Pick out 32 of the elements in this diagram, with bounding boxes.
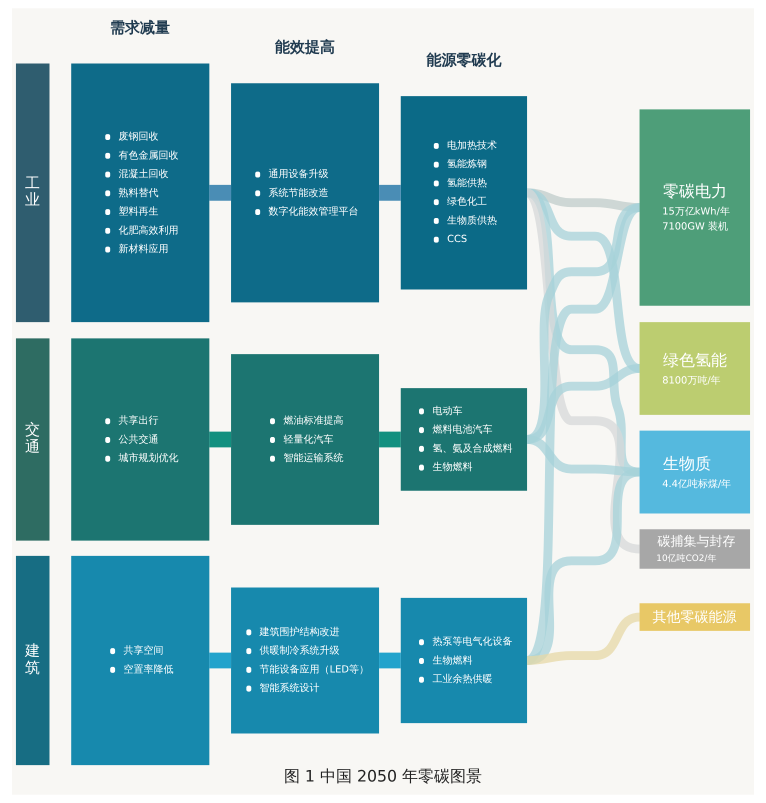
node-box: 其他零碳能源 [640,603,750,631]
connector [209,184,232,201]
connector [524,203,642,664]
node-box: 生物质 4.4亿吨标煤/年 [640,430,750,514]
connector [379,432,401,448]
label: 能效提高 [274,39,335,56]
node-box: 绿色氢能 8100万吨/年 [640,322,750,415]
connector [524,189,640,554]
node-box: 热泵等电气化设备 生物燃料 工业余热供暖 [400,598,528,724]
node-box: 共享空间 空置率降低 [71,556,210,766]
connector [209,432,232,448]
node-box: 共享出行 公共交通 城市规划优化 [71,338,210,541]
label: 需求减量 [110,19,170,36]
connector [379,184,401,201]
node-box: 交通 [16,338,50,541]
caption: 图 1 中国 2050 年零碳图景 [284,766,482,786]
node-box: 零碳电力 15万亿kWh/年 7100GW 装机 [640,109,750,306]
connector [379,652,401,668]
node-box: 建筑围护结构改进 供暖制冷系统升级 节能设备应用（LED等） 智能系统设计 [231,588,380,734]
connector [209,652,232,668]
node-box: 通用设备升级 系统节能改造 数字化能效管理平台 [231,83,380,302]
node-box: 工业 [16,64,50,322]
connector [525,188,640,476]
node-box: 燃油标准提高 轻量化汽车 智能运输系统 [231,354,380,525]
node-box: 电动车 燃料电池汽车 氢、氨及合成燃料 生物燃料 [400,388,528,491]
connector [526,612,640,665]
label: 能源零碳化 [426,52,502,70]
connector [526,468,640,665]
node-box: 建筑 [16,556,50,766]
node-box: 碳捕集与封存 10亿吨CO2/年 [640,529,750,569]
node-box: 电加热技术 氢能炼钢 氢能供热 绿色化工 生物质供热 CCS [400,96,528,290]
node-box: 废钢回收 有色金属回收 混凝土回收 熟料替代 塑料再生 化肥高效利用 新材料应用 [71,64,210,322]
